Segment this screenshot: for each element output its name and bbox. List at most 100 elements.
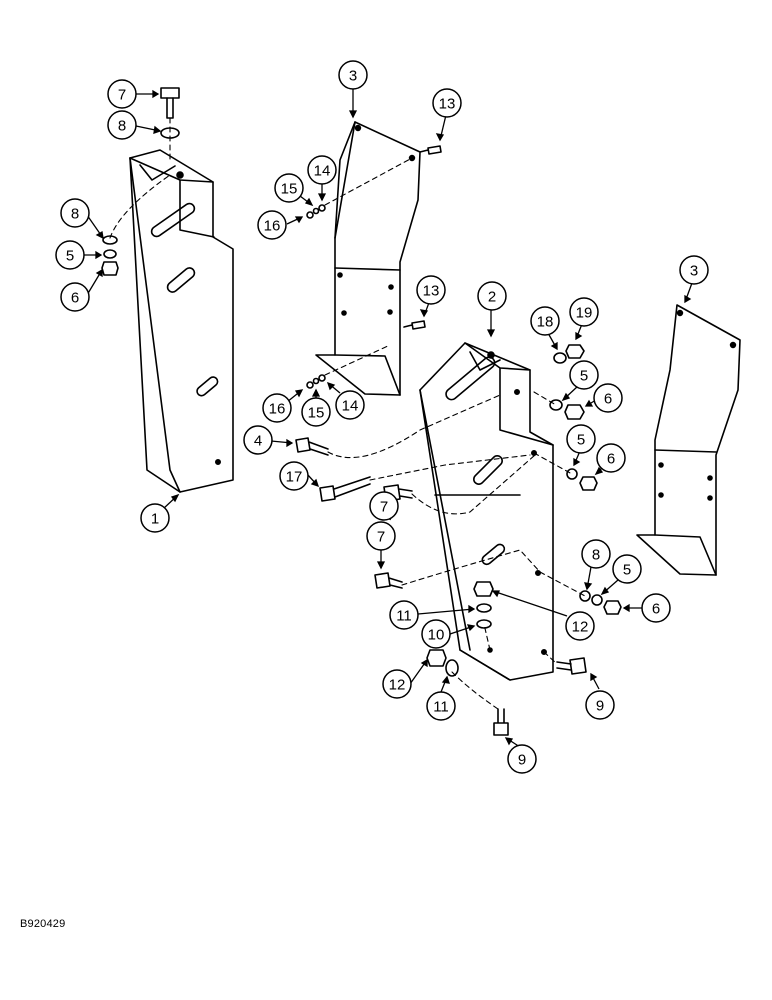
callout-label: 6 [607,451,615,468]
washer-icon [102,235,118,245]
callout-label: 17 [286,469,303,486]
nut-icon [101,261,119,276]
callout-15-top: 15 [274,173,304,203]
callout-label: 11 [396,608,412,625]
callout-label: 15 [308,405,325,422]
bolt-icon [374,572,403,589]
callout-3-left: 3 [338,60,368,90]
screw-icon [419,145,442,155]
callout-label: 19 [576,305,593,322]
callout-18: 18 [530,306,560,336]
nut-icon [473,581,494,597]
callout-label: 7 [377,529,385,546]
callout-label: 5 [580,368,588,385]
callout-leaders [84,89,693,748]
callout-11-top: 11 [389,600,419,630]
callout-label: 3 [690,263,698,280]
nut-icon [579,476,598,491]
nut-icon [426,649,447,667]
callout-bubbles: 7 8 8 5 6 1 3 13 14 15 16 13 16 15 14 4 … [55,60,709,774]
bolt-icon [493,708,509,736]
callout-19: 19 [569,297,599,327]
callout-label: 3 [349,68,357,85]
bolt-icon [319,476,371,502]
callout-label: 4 [254,433,262,450]
callout-8-left: 8 [60,198,90,228]
callout-14-top: 14 [307,155,337,185]
bracket-part-1 [129,149,234,493]
guard-plate-part-3-right [636,304,741,576]
figure-id: B920429 [20,918,66,930]
callout-label: 13 [423,283,440,300]
callout-5-left: 5 [55,240,85,270]
callout-label: 13 [439,96,456,113]
callout-13-mid: 13 [416,275,446,305]
callout-13-top: 13 [432,88,462,118]
callout-label: 6 [652,601,660,618]
callout-label: 6 [604,391,612,408]
callout-4: 4 [243,425,273,455]
callout-label: 8 [592,547,600,564]
hardware [101,87,622,736]
assembly-lines [109,117,586,710]
screw-icon [403,320,426,330]
callout-6-right-a: 6 [593,383,623,413]
bolt-icon [160,87,180,119]
callout-label: 15 [281,181,298,198]
callout-6-left: 6 [60,282,90,312]
callout-16-mid: 16 [262,393,292,423]
callout-label: 10 [428,627,445,644]
callout-5-right-c: 5 [612,554,642,584]
callout-2: 2 [477,281,507,311]
nut-icon [603,600,622,615]
callout-5-right-b: 5 [566,424,596,454]
callout-label: 16 [269,401,286,418]
callout-label: 14 [342,398,359,415]
callout-label: 5 [577,432,585,449]
callout-label: 18 [537,314,554,331]
callout-10: 10 [421,619,451,649]
callout-7-top: 7 [107,79,137,109]
bolt-icon [295,437,329,456]
callout-label: 9 [596,698,604,715]
callout-7-center: 7 [369,491,399,521]
callout-label: 5 [623,562,631,579]
callout-label: 12 [572,619,589,636]
callout-label: 16 [264,218,281,235]
callout-label: 11 [433,699,449,716]
callout-label: 7 [118,87,126,104]
callout-label: 1 [151,511,159,528]
callout-label: 9 [518,752,526,769]
callout-1: 1 [140,503,170,533]
callout-16-top: 16 [257,210,287,240]
callout-5-right-a: 5 [569,360,599,390]
callout-14-mid: 14 [335,390,365,420]
callout-8-right: 8 [581,539,611,569]
callout-12-right: 12 [565,611,595,641]
bolt-icon [556,657,587,675]
bracket-part-2 [419,342,554,681]
callout-label: 12 [389,677,406,694]
guard-plate-part-3-left [315,121,421,396]
callout-circle [366,521,396,551]
callout-label: 2 [488,289,496,306]
callout-3-right: 3 [679,255,709,285]
callout-7-lower-group: 7 [366,521,396,551]
callout-label: 8 [71,206,79,223]
callout-label: 7 [380,499,388,516]
callout-8-top: 8 [107,110,137,140]
callout-15-mid: 15 [301,397,331,427]
callout-label: 8 [118,118,126,135]
lockwasher-icon [103,249,117,259]
callout-9-right: 9 [585,690,615,720]
nut-icon [564,404,585,420]
callout-17: 17 [279,461,309,491]
callout-label: 5 [66,248,74,265]
callout-9-bottom: 9 [507,744,537,774]
callout-6-right-b: 6 [596,443,626,473]
nut-icon [565,344,585,359]
callout-label: 14 [314,163,331,180]
callout-label: 6 [71,290,79,307]
callout-6-right-c: 6 [641,593,671,623]
